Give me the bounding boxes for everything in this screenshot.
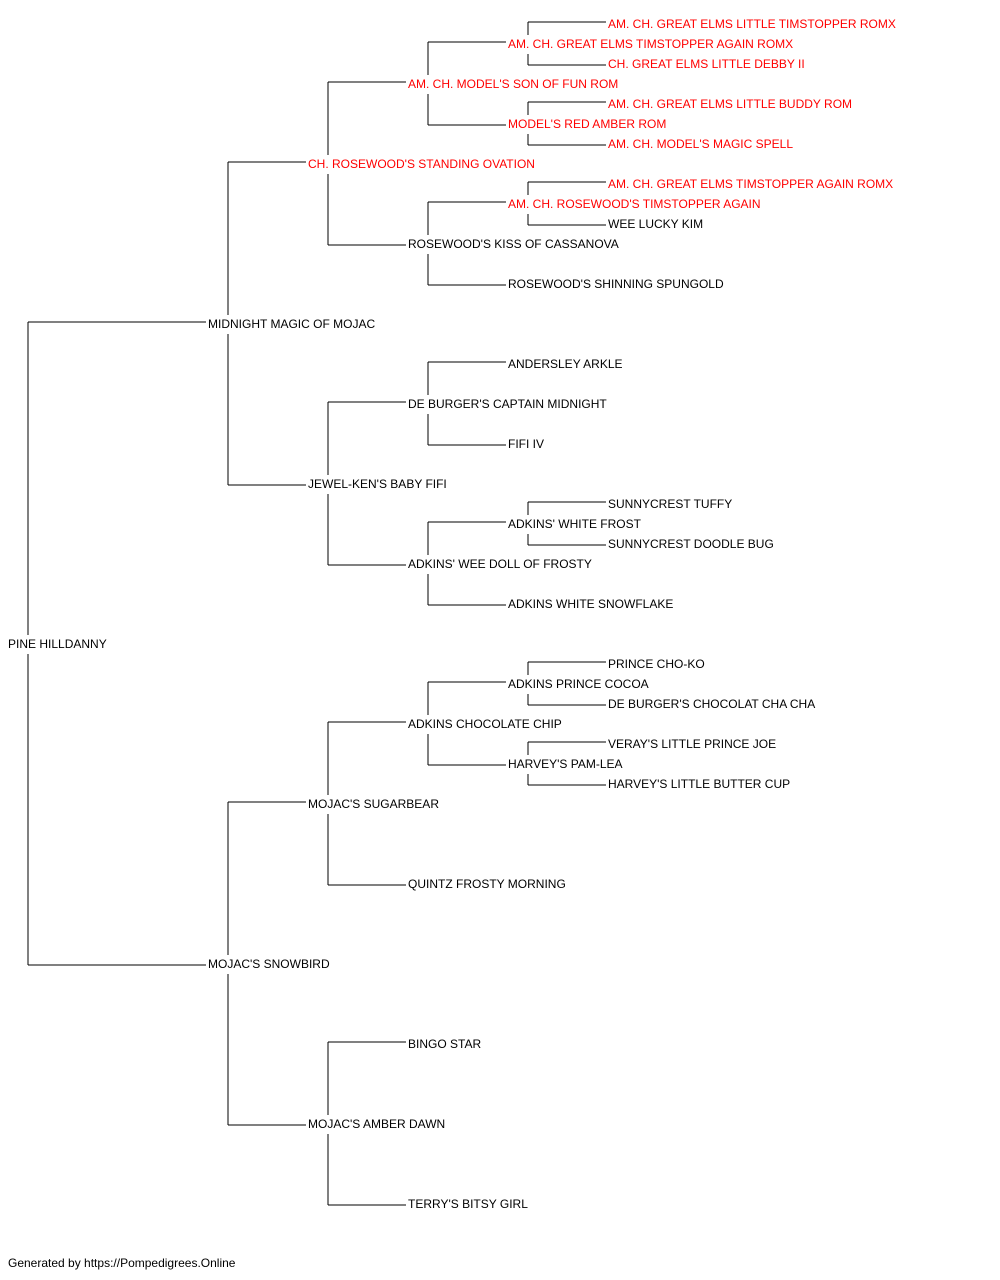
pedigree-name: MIDNIGHT MAGIC OF MOJAC (208, 317, 375, 331)
pedigree-name: ADKINS PRINCE COCOA (508, 677, 649, 691)
pedigree-name: MOJAC'S AMBER DAWN (308, 1117, 445, 1131)
pedigree-name: SUNNYCREST TUFFY (608, 497, 732, 511)
pedigree-name: ROSEWOOD'S SHINNING SPUNGOLD (508, 277, 724, 291)
pedigree-name: SUNNYCREST DOODLE BUG (608, 537, 774, 551)
pedigree-name: AM. CH. GREAT ELMS TIMSTOPPER AGAIN ROMX (608, 177, 893, 191)
pedigree-name: ANDERSLEY ARKLE (508, 357, 623, 371)
pedigree-name: AM. CH. GREAT ELMS TIMSTOPPER AGAIN ROMX (508, 37, 793, 51)
pedigree-name: MOJAC'S SNOWBIRD (208, 957, 330, 971)
pedigree-name: AM. CH. ROSEWOOD'S TIMSTOPPER AGAIN (508, 197, 761, 211)
pedigree-name: HARVEY'S LITTLE BUTTER CUP (608, 777, 790, 791)
pedigree-name: AM. CH. GREAT ELMS LITTLE TIMSTOPPER ROM… (608, 17, 896, 31)
pedigree-name: BINGO STAR (408, 1037, 481, 1051)
pedigree-name: WEE LUCKY KIM (608, 217, 703, 231)
pedigree-name: ADKINS' WEE DOLL OF FROSTY (408, 557, 592, 571)
pedigree-name: QUINTZ FROSTY MORNING (408, 877, 566, 891)
pedigree-name: JEWEL-KEN'S BABY FIFI (308, 477, 447, 491)
pedigree-name: DE BURGER'S CAPTAIN MIDNIGHT (408, 397, 607, 411)
pedigree-name: CH. ROSEWOOD'S STANDING OVATION (308, 157, 535, 171)
pedigree-name: AM. CH. MODEL'S MAGIC SPELL (608, 137, 793, 151)
pedigree-name: ROSEWOOD'S KISS OF CASSANOVA (408, 237, 619, 251)
pedigree-name: AM. CH. MODEL'S SON OF FUN ROM (408, 77, 618, 91)
pedigree-name: PRINCE CHO-KO (608, 657, 705, 671)
pedigree-name: ADKINS CHOCOLATE CHIP (408, 717, 562, 731)
pedigree-name: MODEL'S RED AMBER ROM (508, 117, 666, 131)
pedigree-name: ADKINS WHITE SNOWFLAKE (508, 597, 673, 611)
pedigree-name: PINE HILLDANNY (8, 637, 107, 651)
pedigree-name: ADKINS' WHITE FROST (508, 517, 642, 531)
footer-credit: Generated by https://Pompedigrees.Online (8, 1256, 236, 1270)
pedigree-name: HARVEY'S PAM-LEA (508, 757, 623, 771)
pedigree-name: MOJAC'S SUGARBEAR (308, 797, 439, 811)
pedigree-name: DE BURGER'S CHOCOLAT CHA CHA (608, 697, 815, 711)
pedigree-name: VERAY'S LITTLE PRINCE JOE (608, 737, 776, 751)
pedigree-name: FIFI IV (508, 437, 544, 451)
pedigree-name: AM. CH. GREAT ELMS LITTLE BUDDY ROM (608, 97, 852, 111)
pedigree-name: TERRY'S BITSY GIRL (408, 1197, 528, 1211)
pedigree-name: CH. GREAT ELMS LITTLE DEBBY II (608, 57, 805, 71)
